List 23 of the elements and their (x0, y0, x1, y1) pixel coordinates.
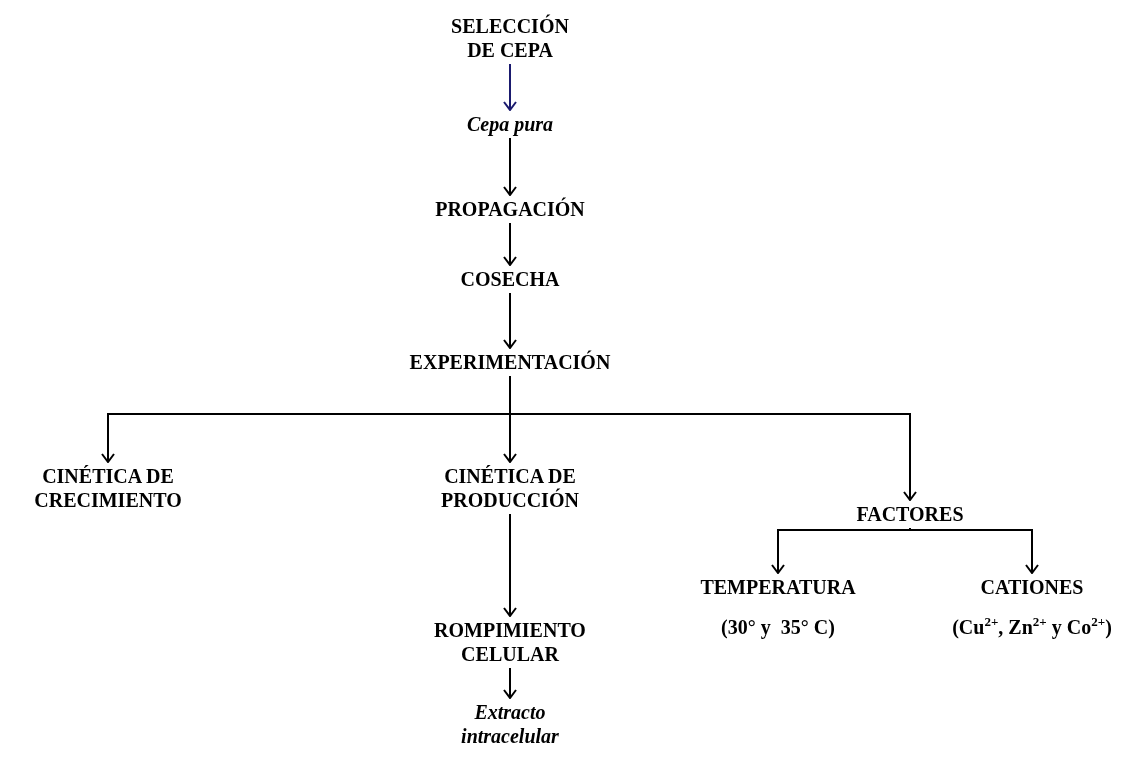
arrow (771, 527, 911, 574)
step-label: PROPAGACIÓN (435, 197, 585, 221)
arrow (503, 513, 517, 617)
arrow (503, 137, 517, 196)
step-label: TEMPERATURA (700, 575, 856, 599)
step-label: FACTORES (856, 502, 964, 526)
arrow (503, 63, 517, 111)
parameter-note: (30° y 35° C) (721, 615, 835, 639)
step-label: CINÉTICA DE CRECIMIENTO (33, 464, 183, 512)
arrow (503, 222, 517, 266)
step-label: EXPERIMENTACIÓN (409, 350, 611, 374)
arrow (509, 375, 917, 501)
step-label: CATIONES (980, 575, 1084, 599)
product-label: Extracto intracelular (460, 700, 560, 748)
parameter-note: (Cu$^{2+}$, Zn$^{2+}$ y Co$^{2+}$) (952, 615, 1112, 639)
step-label: CINÉTICA DE PRODUCCIÓN (440, 464, 580, 512)
arrow (909, 527, 1039, 574)
product-label: Cepa pura (466, 112, 554, 136)
arrow (503, 292, 517, 349)
arrow (503, 667, 517, 699)
step-label: SELECCIÓN DE CEPA (450, 14, 570, 62)
step-label: ROMPIMIENTO CELULAR (433, 618, 587, 666)
step-label: COSECHA (460, 267, 560, 291)
